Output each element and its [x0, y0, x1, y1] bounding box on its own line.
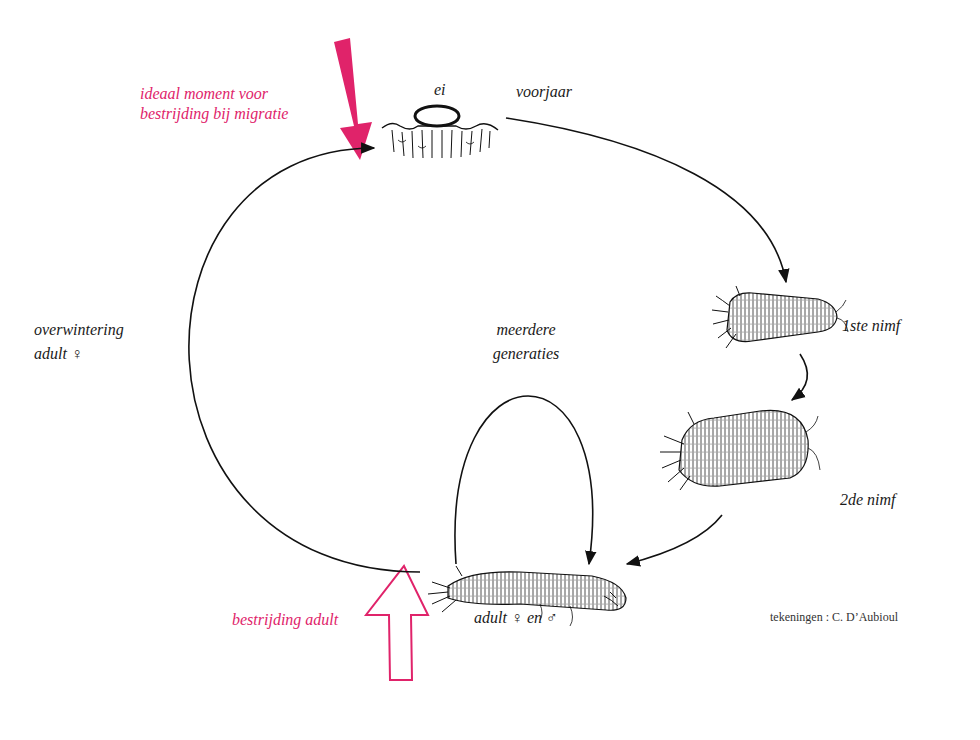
- migration-control-arrow: [334, 38, 372, 160]
- second-nymph-drawing: [660, 410, 820, 490]
- cycle-arrow: [627, 515, 722, 564]
- cycle-arrow: [792, 354, 807, 400]
- cycle-arrow: [506, 118, 786, 282]
- stage-label: ei: [434, 80, 446, 100]
- credit-note: tekeningen : C. D’Aubioul: [770, 610, 898, 625]
- first-nymph-drawing: [712, 286, 848, 348]
- cycle-arrow: [189, 148, 420, 572]
- egg-stage: ei: [376, 78, 506, 160]
- stage-label: adult ♀ en ♂: [474, 608, 558, 628]
- control-note: ideaal moment voor bestrijding bij migra…: [140, 84, 340, 124]
- edge-label: meerdere generaties: [466, 318, 586, 366]
- first-nymph-stage: 1ste nimf: [708, 282, 933, 354]
- egg-drawing: [382, 106, 498, 158]
- stage-label: 1ste nimf: [842, 316, 900, 336]
- edge-label: overwintering adult ♀: [34, 318, 154, 366]
- control-note: bestrijding adult: [232, 610, 338, 630]
- season-label: voorjaar: [516, 82, 572, 102]
- adult-control-arrow: [366, 566, 428, 680]
- stage-label: 2de nimf: [840, 490, 896, 510]
- cycle-arrow: [455, 396, 593, 564]
- second-nymph-stage: 2de nimf: [650, 400, 900, 515]
- adult-stage: adult ♀ en ♂: [420, 564, 635, 634]
